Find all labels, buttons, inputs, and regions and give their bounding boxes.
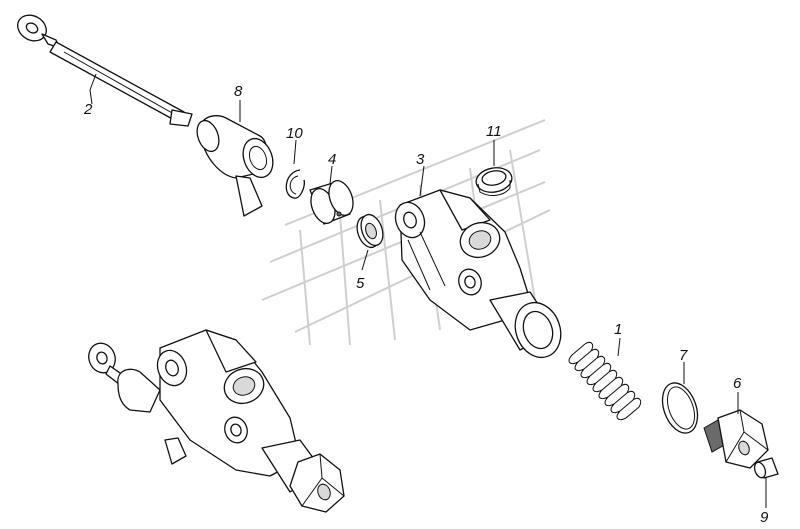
callout-1: 1	[614, 321, 622, 338]
callout-labels: 1 2 3 4 5 6 7 8 9 10 11	[83, 83, 769, 526]
callout-3: 3	[416, 151, 425, 168]
piston-part-4	[309, 180, 354, 225]
callout-8: 8	[234, 83, 243, 100]
rubber-boot-part-8	[196, 115, 274, 217]
assembled-master-cylinder	[88, 329, 345, 513]
o-ring-part-7	[661, 382, 699, 434]
seal-part-5	[356, 213, 384, 249]
push-rod-part-2	[17, 14, 193, 127]
callout-7: 7	[679, 347, 688, 364]
callout-5: 5	[356, 275, 365, 292]
callout-6: 6	[733, 375, 742, 392]
callout-2: 2	[83, 101, 93, 118]
callout-9: 9	[760, 509, 769, 526]
callout-11: 11	[486, 123, 502, 140]
spring-part-1	[568, 341, 642, 421]
callout-10: 10	[286, 125, 303, 142]
cap-part-11	[475, 167, 513, 196]
cylinder-body-part-3	[394, 189, 562, 359]
plug-nut-part-6	[703, 409, 769, 469]
snap-ring-part-10	[285, 169, 306, 199]
leader-lines	[89, 73, 767, 508]
small-cap-part-9	[753, 457, 779, 479]
callout-4: 4	[328, 151, 336, 168]
